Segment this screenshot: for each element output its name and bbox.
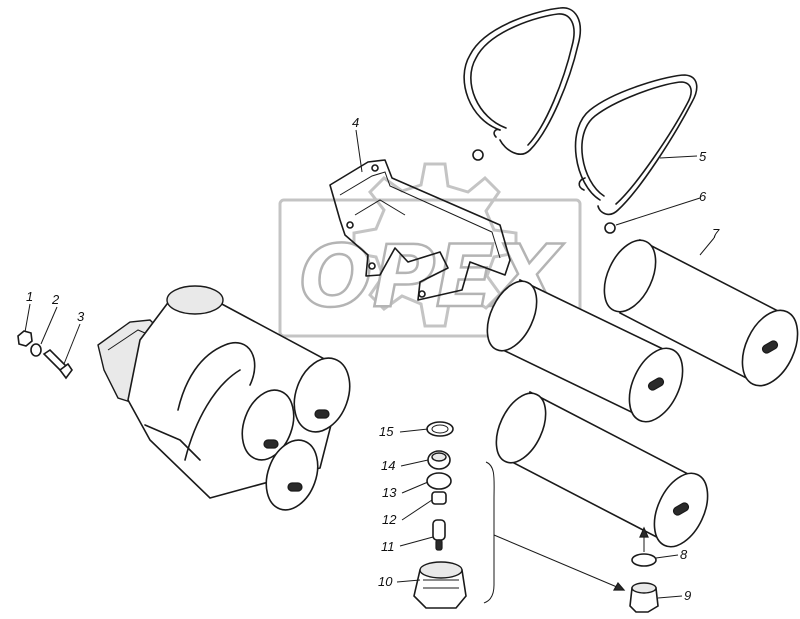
callout-13: 13: [382, 485, 397, 500]
mounting-bracket: [329, 159, 511, 301]
callout-9: 9: [684, 588, 691, 603]
callout-labels: 1 2 3 4 5 6 7 8 9 10 11 12 13 14 15: [26, 115, 720, 603]
callout-2: 2: [51, 292, 60, 307]
callout-15: 15: [379, 424, 394, 439]
callout-5: 5: [699, 149, 707, 164]
callout-8: 8: [680, 547, 688, 562]
strap-clamps: [463, 7, 698, 234]
callout-12: 12: [382, 512, 397, 527]
leader-lines: [24, 129, 715, 599]
callout-6: 6: [699, 189, 707, 204]
callout-4: 4: [352, 115, 359, 130]
loose-cylinders: [486, 238, 799, 548]
callout-11: 11: [381, 539, 395, 554]
callout-14: 14: [381, 458, 395, 473]
callout-3: 3: [77, 309, 85, 324]
assembled-filter-unit: [97, 285, 351, 511]
callout-1: 1: [26, 289, 33, 304]
fitting-stack: [413, 421, 659, 613]
callout-10: 10: [378, 574, 393, 589]
assembly-brace: [483, 461, 649, 604]
callout-7: 7: [712, 226, 720, 241]
fastener-parts: [17, 330, 73, 380]
